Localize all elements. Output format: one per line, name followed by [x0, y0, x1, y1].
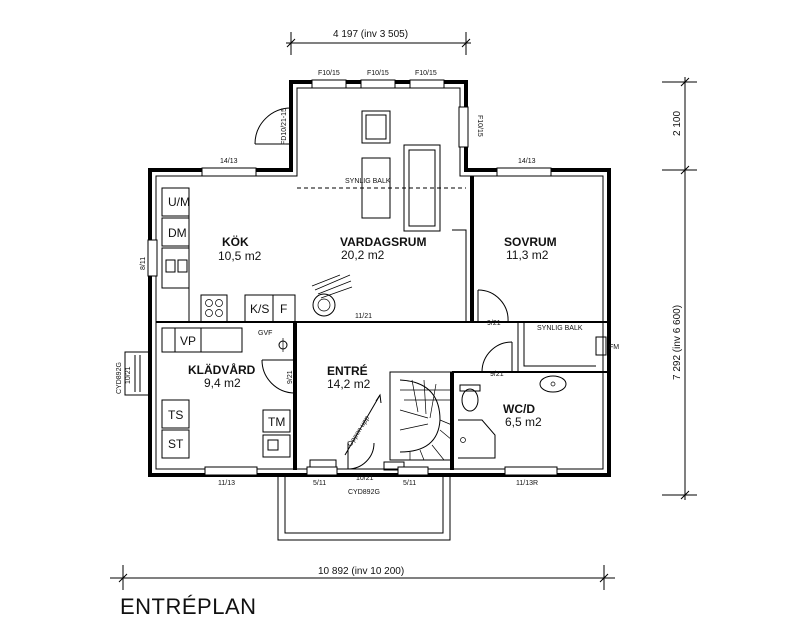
gvf-label: GVF	[258, 330, 272, 337]
door-label: 9/21	[287, 370, 294, 384]
window-label: 11/13R	[516, 480, 538, 487]
window-label: F10/15	[476, 115, 483, 137]
window-label: 8/11	[140, 257, 147, 270]
window-label: 11/13	[218, 480, 235, 487]
plan-title: ENTRÉPLAN	[120, 594, 257, 619]
ts-label: TS	[168, 408, 183, 422]
oppen-upp-label: Öppen upp	[346, 414, 371, 448]
fm-label: FM	[609, 344, 619, 351]
window-label: 5/11	[403, 480, 416, 487]
door-label: 11/21	[355, 313, 372, 320]
dm-label: DM	[168, 226, 187, 240]
wc-fixtures	[458, 375, 567, 459]
window-label: F10/15	[318, 70, 340, 77]
room-name-kladvard: KLÄDVÅRD	[188, 362, 256, 377]
door-label: 9/21	[490, 371, 504, 378]
room-name-sovrum: SOVRUM	[504, 235, 557, 249]
ks-label: K/S	[250, 302, 269, 316]
living-furniture	[361, 110, 467, 322]
kitchen-fixtures	[161, 187, 353, 323]
room-area-sovrum: 11,3 m2	[506, 248, 549, 262]
exterior-walls	[148, 80, 611, 477]
door-label: CYD892G	[116, 362, 123, 394]
kladvard-fixtures	[161, 327, 291, 459]
f-label: F	[280, 302, 287, 316]
windows	[147, 79, 558, 476]
door-label: 9/21	[487, 320, 501, 327]
st-label: ST	[168, 437, 184, 451]
dim-right-total: 7 292 (inv 6 600)	[672, 305, 683, 380]
door-label: CYD892G	[348, 489, 380, 496]
dimension-lines	[110, 32, 697, 590]
room-area-kok: 10,5 m2	[218, 249, 262, 263]
room-name-vardagsrum: VARDAGSRUM	[340, 235, 426, 249]
room-area-entre: 14,2 m2	[327, 377, 371, 391]
door-label: 10/21	[356, 475, 374, 482]
window-label: F10/15	[415, 70, 437, 77]
um-label: U/M	[168, 195, 190, 209]
vp-label: VP	[180, 334, 196, 348]
room-name-wcd: WC/D	[503, 402, 535, 416]
room-name-kok: KÖK	[222, 234, 249, 249]
fm-box	[595, 336, 607, 356]
window-label: 5/11	[313, 480, 326, 487]
window-label: F10/15	[367, 70, 389, 77]
window-label: 14/13	[518, 158, 536, 165]
room-area-vardagsrum: 20,2 m2	[341, 248, 385, 262]
synlig-balk-sovrum-label: SYNLIG BALK	[537, 325, 583, 332]
door-swings	[124, 107, 513, 470]
tm-label: TM	[268, 415, 285, 429]
door-label: FD10/21-15	[281, 108, 288, 145]
window-label: 14/13	[220, 158, 238, 165]
dim-top-width: 4 197 (inv 3 505)	[333, 29, 408, 40]
entry-porch	[277, 459, 451, 541]
door-label: 10/21	[125, 366, 132, 384]
dim-right-upper: 2 100	[672, 111, 683, 136]
room-area-kladvard: 9,4 m2	[204, 376, 241, 390]
room-name-entre: ENTRÉ	[327, 363, 368, 378]
dim-bottom-width: 10 892 (inv 10 200)	[318, 566, 404, 577]
staircase	[344, 371, 453, 461]
synlig-balk-label: SYNLIG BALK	[345, 178, 391, 185]
room-area-wcd: 6,5 m2	[505, 415, 542, 429]
